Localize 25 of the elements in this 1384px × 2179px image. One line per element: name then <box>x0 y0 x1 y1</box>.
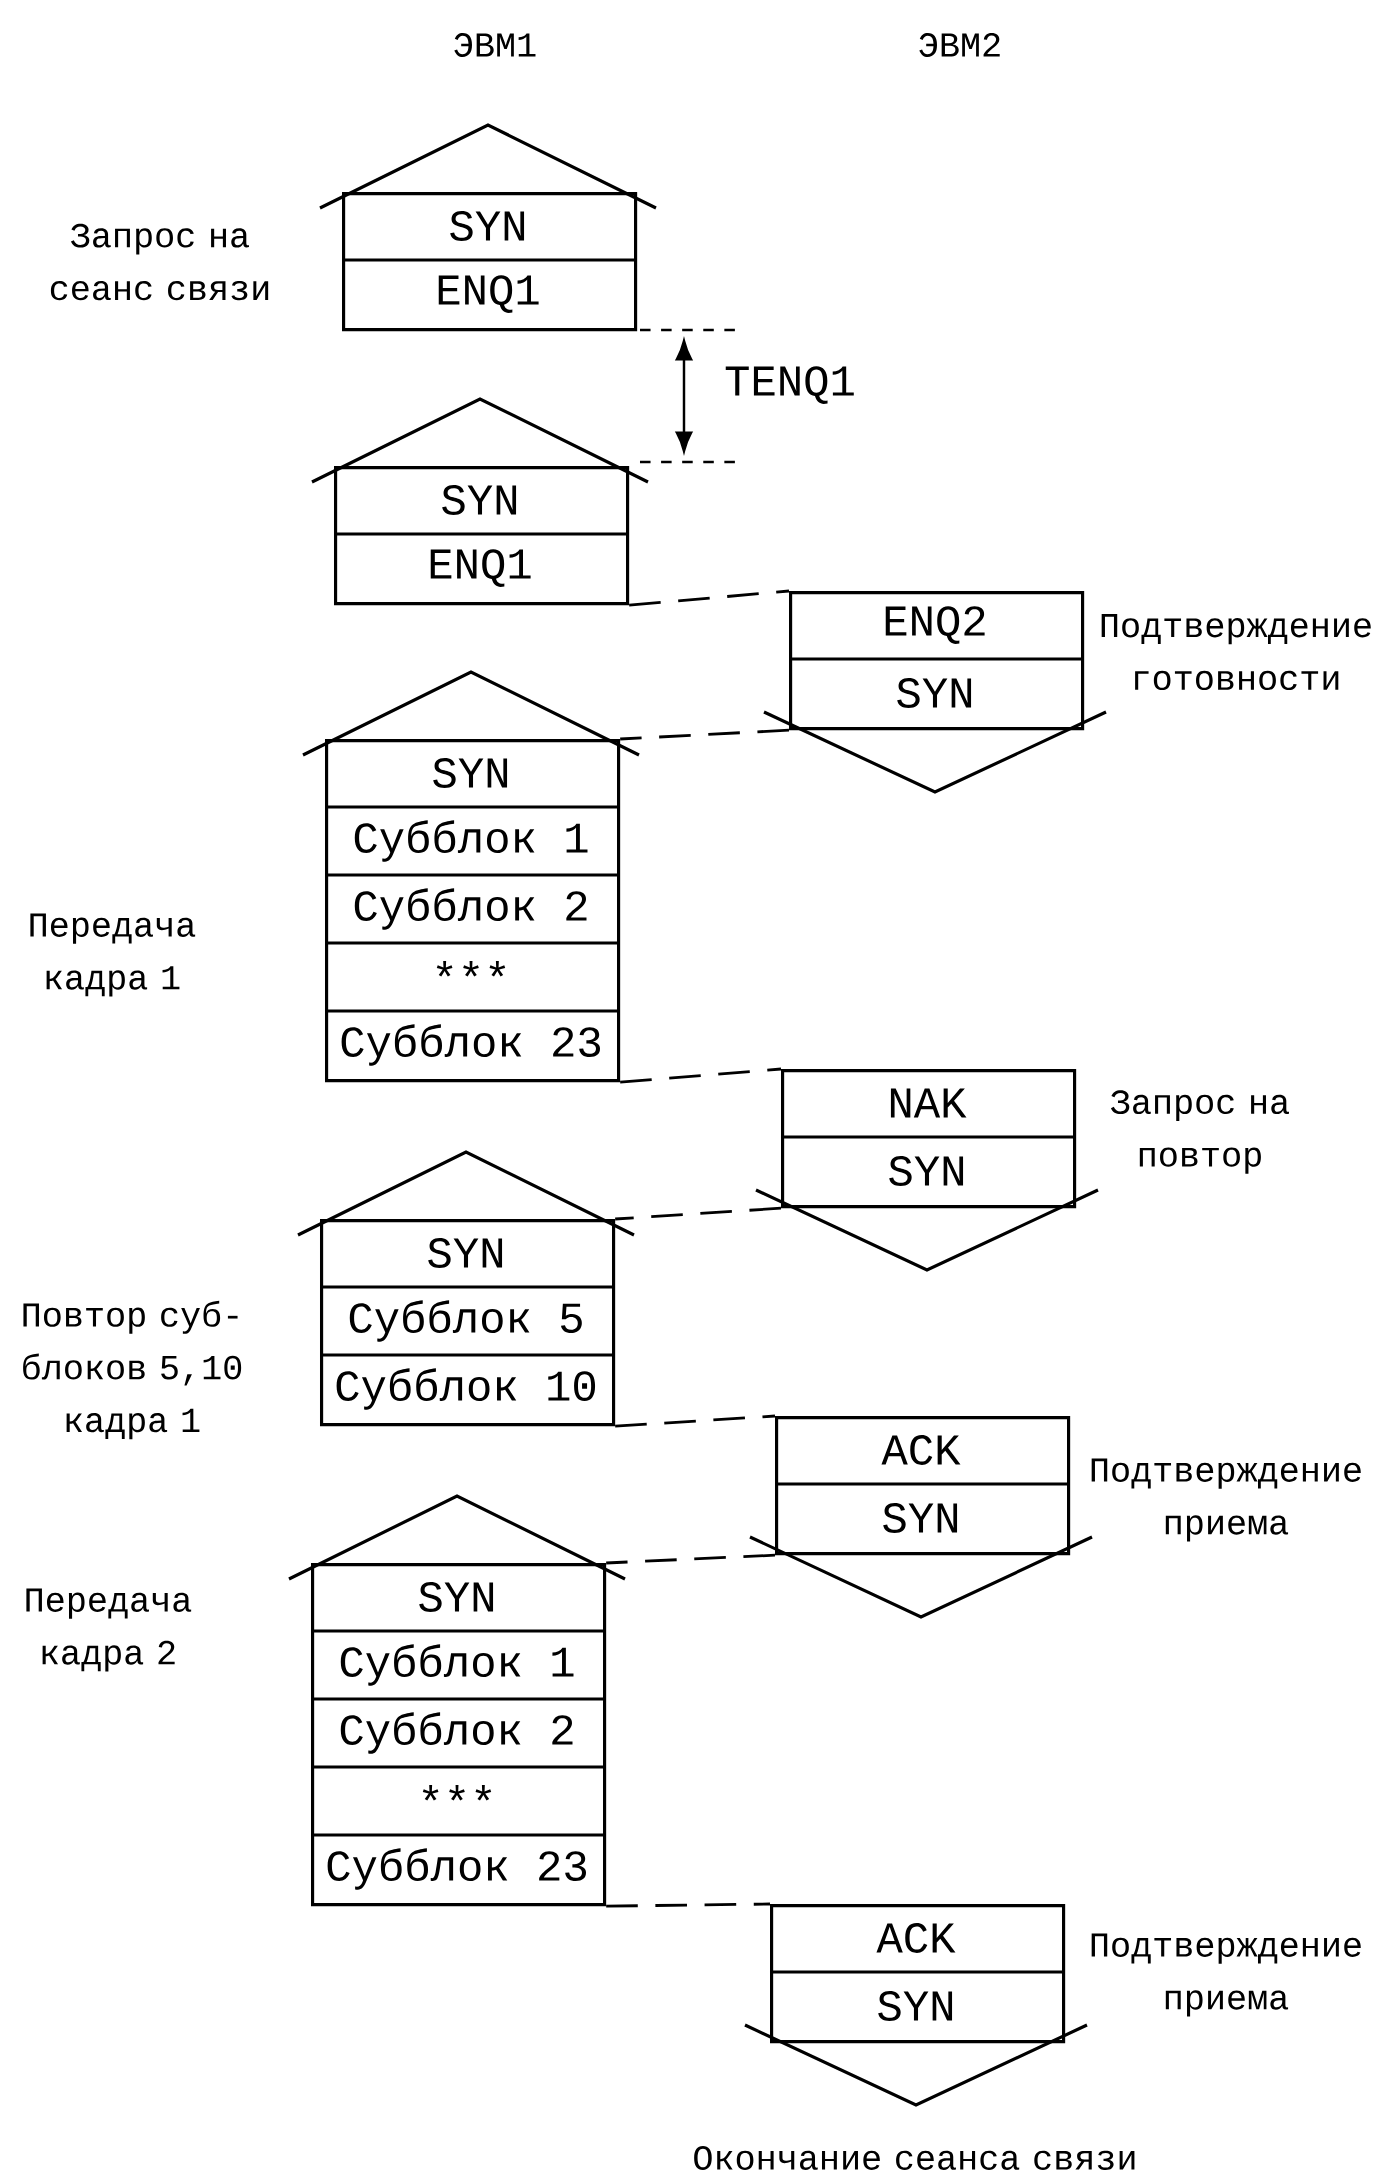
side-label: Запрос на сеанс связи <box>50 223 269 301</box>
connector-line <box>620 1067 782 1084</box>
side-label: Подтверждение приема <box>1091 1933 1361 2017</box>
header-label: ЭВМ1 <box>454 33 536 57</box>
packet-box: SYN Субблок 1 Субблок 2 *** Субблок 23 <box>302 670 640 1083</box>
side-label: Запрос на повтор <box>1110 1090 1289 1174</box>
header-label: ЭВМ2 <box>919 33 1000 57</box>
connector-line <box>629 589 790 607</box>
packet-box: SYN ENQ1 <box>311 397 649 606</box>
packet-box: ACK SYN <box>744 1904 1088 2107</box>
dimension-label: TENQ1 <box>725 366 854 404</box>
packet-box: SYN ENQ1 <box>319 123 657 332</box>
side-label: Передача кадра 1 <box>30 913 196 997</box>
packet-box: NAK SYN <box>755 1069 1099 1272</box>
side-label: Окончание сеанса связи <box>694 2146 1135 2170</box>
side-label: Подтверждение приема <box>1091 1458 1361 1542</box>
connector-line <box>615 1414 776 1428</box>
side-label: Повтор суб-блоков 5,10 кадра 1 <box>23 1300 242 1440</box>
packet-box: SYN Субблок 1 Субблок 2 *** Субблок 23 <box>288 1494 626 1907</box>
packet-box: SYN Субблок 5 Субблок 10 <box>297 1150 635 1427</box>
connector-line <box>620 728 790 741</box>
connector-line <box>606 1902 771 1908</box>
connector-line <box>615 1206 782 1221</box>
side-label: Передача кадра 2 <box>26 1588 192 1672</box>
connector-line <box>606 1553 776 1565</box>
